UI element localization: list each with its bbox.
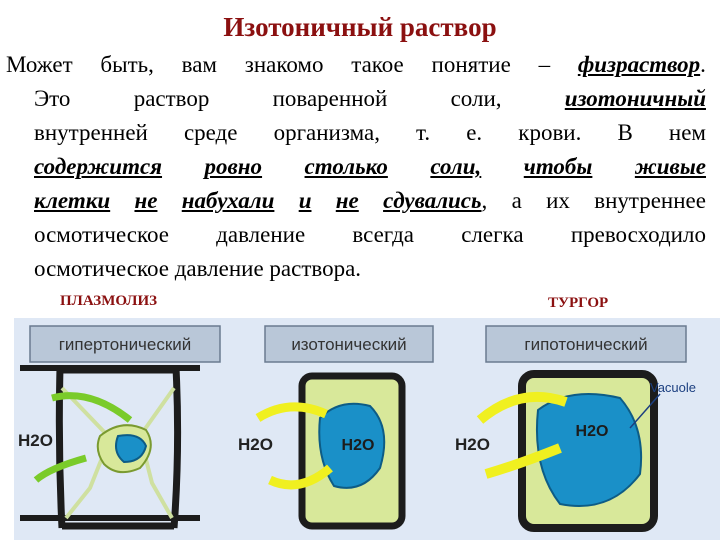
paragraph-line-3: внутренней среде организма, т. е. крови.… [6,116,706,150]
vacuole-label: Vacuole [650,380,696,395]
emphasis-word: ровно [204,154,263,179]
water-in-arrow [476,391,568,424]
emphasis-word: живые [634,154,706,179]
word: В [617,120,633,145]
word: т. [416,120,431,145]
emphasis-word: не [335,188,359,213]
paragraph-line-7: осмотическое давление раствора. [34,256,362,281]
word: е. [466,120,483,145]
water-in-arrow [255,402,328,422]
word: поваренной [272,86,388,111]
cell-wall [55,366,182,530]
panel-label: гипотонический [524,335,647,354]
emphasis-word: физраствор [577,52,701,77]
emphasis-word: клетки [34,188,111,213]
emphasis-word: содержится [34,154,163,179]
emphasis-word: чтобы [523,154,593,179]
vacuole [535,393,643,507]
water-label: H2O [18,431,53,450]
word: их [546,188,570,213]
panel-hypotonic: гипотонический H2O Vacuole H2O [455,325,696,532]
period: . [700,52,706,77]
paragraph-line-5: клетки не набухали и не сдувались, а их … [6,184,706,218]
vacuole-pointer [629,393,661,429]
water-in-arrow [484,443,562,479]
word: соли, [450,86,502,111]
emphasis-word: сдувались [383,188,482,213]
emphasis-word: столько [304,154,388,179]
body-paragraph: Может быть, вам знакомо такое понятие – … [6,48,706,286]
word: осмотическое [34,222,169,247]
emphasis-word: и [298,188,312,213]
osmosis-diagram: гипертонический H2O изотонический H2O H2… [14,325,696,540]
word: – [538,52,551,77]
word: знакомо [244,52,324,77]
water-label: H2O [238,435,273,454]
word: внутреннее [594,188,706,213]
word: быть, [100,52,154,77]
water-out-arrow [33,454,87,483]
panel-label: гипертонический [59,335,192,354]
water-label: H2O [455,435,490,454]
emphasis-physraствор: физраствор. [578,48,706,82]
label-plasmolysis: ПЛАЗМОЛИЗ [60,293,158,309]
panel-label-box [485,325,687,363]
paragraph-line-6: осмотическое давление всегда слегка прев… [6,218,706,252]
panel-label-box [29,325,221,363]
paragraph-line-2: Это раствор поваренной соли, изотоничный [6,82,706,116]
panel-hypertonic: гипертонический H2O [18,325,221,530]
emphasis-word: набухали [181,188,275,213]
vacuole [115,434,148,464]
word: такое [351,52,404,77]
word: всегда [352,222,414,247]
slide-title: Изотоничный раствор [223,12,497,42]
word: превосходило [570,222,706,247]
word: а [511,188,522,213]
emphasis-word: соли, [430,154,482,179]
word: организма, [273,120,380,145]
word: среде [183,120,238,145]
word: вам [181,52,217,77]
water-out-arrow [268,464,333,490]
panel-isotonic: изотонический H2O H2O [238,325,434,530]
paragraph-line-4: содержится ровно столько соли, чтобы жив… [6,150,706,184]
label-turgor: ТУРГОР [548,295,609,311]
panel-label-box [264,325,434,363]
emphasis-group: сдувались, [383,184,487,218]
word: Это [34,86,71,111]
panel-label: изотонический [291,335,406,354]
word: раствор [133,86,210,111]
emphasis-word: изотоничный [564,86,706,111]
emphasis-word: не [134,188,158,213]
word: внутренней [34,120,148,145]
word: нем [668,120,706,145]
nucleus-water-label: H2O [342,437,375,454]
vacuole [318,402,386,489]
word: слегка [461,222,524,247]
comma: , [481,188,488,213]
word: понятие [431,52,511,77]
nucleus-water-label: H2O [576,423,609,440]
paragraph-line-1: Может быть, вам знакомо такое понятие – … [6,48,706,82]
word: Может [6,52,73,77]
water-out-arrow [51,392,133,423]
word: давление [216,222,306,247]
word: крови. [518,120,582,145]
